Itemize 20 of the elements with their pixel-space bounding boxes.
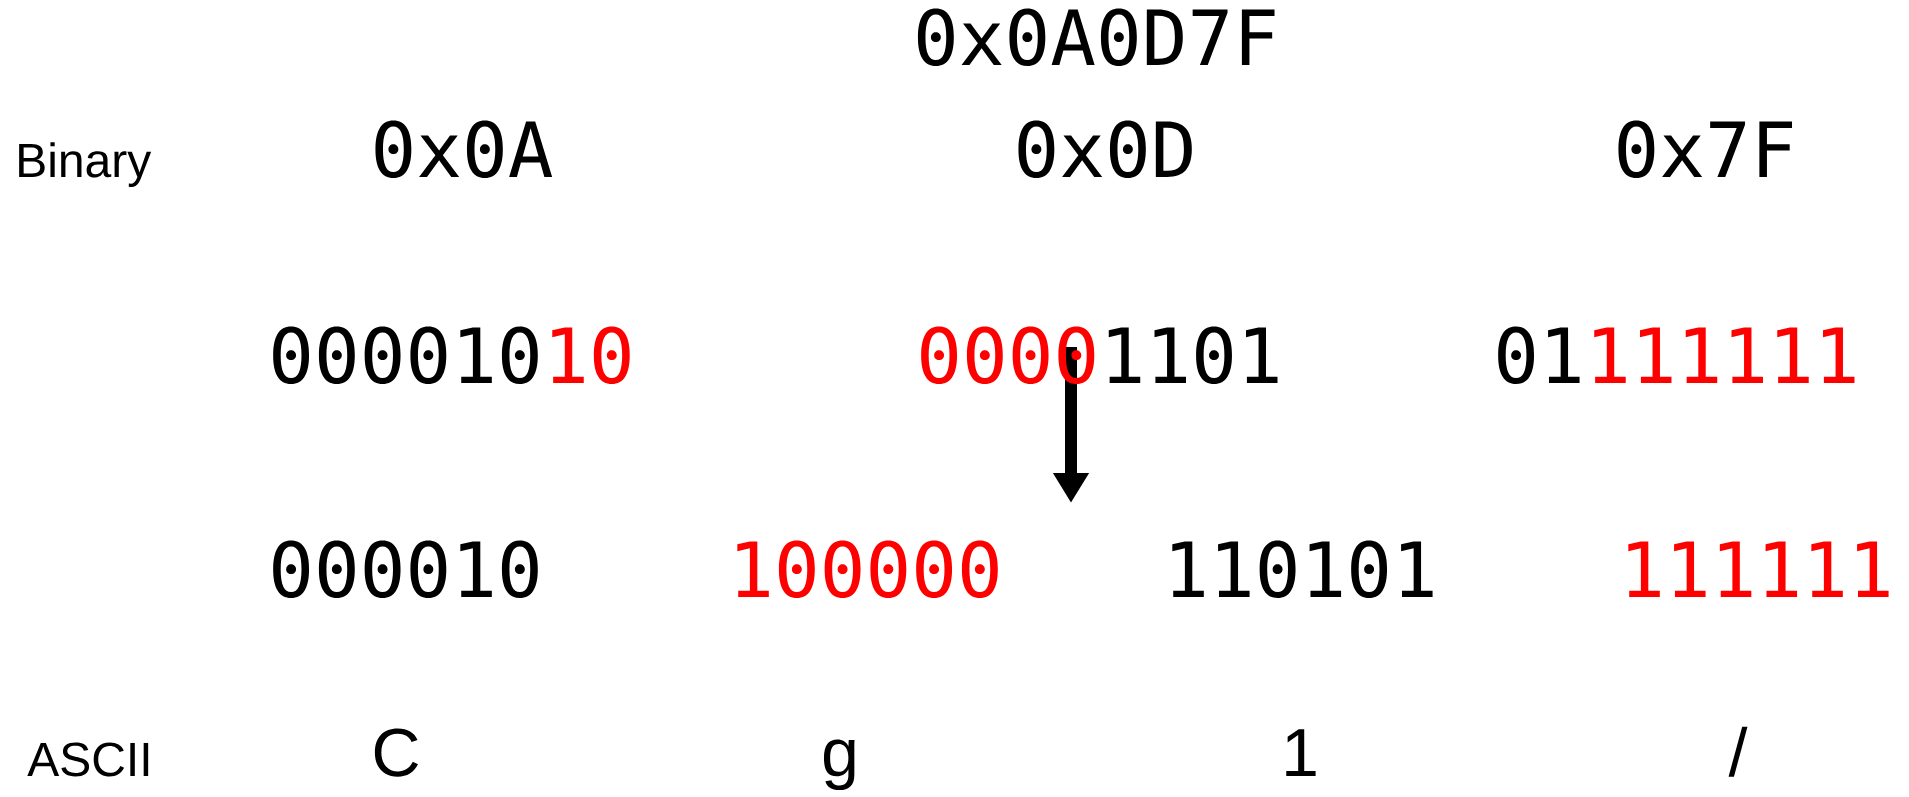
ascii-character: g	[823, 739, 855, 791]
row-label: ASCII	[27, 742, 149, 777]
bit-string: 10	[552, 326, 630, 385]
bit-string: 000010	[273, 326, 538, 385]
row-label: Binary	[19, 142, 152, 187]
bit-string: 01	[1498, 326, 1580, 385]
hex-value: 0x0D	[1018, 120, 1192, 179]
ascii-character: /	[1728, 726, 1748, 777]
hex-value: 0x7F	[1618, 120, 1792, 179]
bit-string: 1101	[1108, 326, 1278, 385]
hex-value: 0x0A	[375, 120, 553, 179]
bit-string: 0000	[921, 326, 1095, 385]
ascii-character: C	[374, 728, 418, 777]
ascii-character: 1	[1286, 729, 1316, 776]
bit-string: 111111	[1594, 327, 1855, 383]
bit-string: 000010	[273, 540, 538, 599]
bit-string: 111111	[1628, 541, 1889, 597]
bit-string: 100000	[737, 540, 998, 599]
hex-value: 0x0A0D7F	[917, 8, 1275, 67]
bit-string: 110101	[1172, 540, 1433, 599]
